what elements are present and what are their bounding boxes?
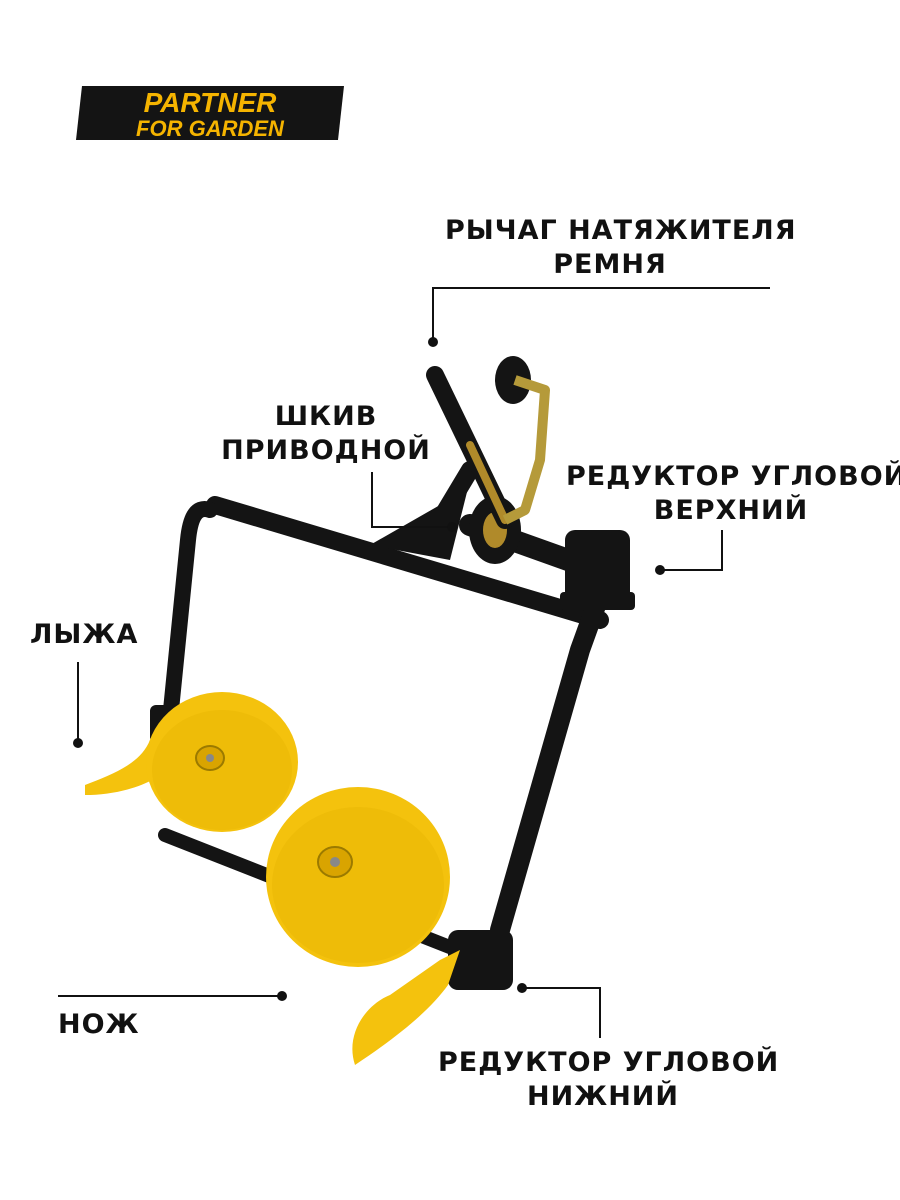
- leader-upper-gearbox: [655, 530, 723, 575]
- label-lower-gearbox-line2: НИЖНИЙ: [526, 1081, 680, 1112]
- frame-left-arch: [162, 501, 218, 728]
- label-ski: ЛЫЖА: [30, 618, 138, 652]
- leader-knife: [58, 991, 287, 1001]
- label-knife: НОЖ: [58, 1008, 140, 1042]
- label-knife-line1: НОЖ: [58, 1009, 140, 1040]
- label-drive-pulley: ШКИВ ПРИВОДНОЙ: [220, 400, 432, 468]
- leader-ski: [73, 662, 83, 748]
- lower-gearbox: [448, 930, 513, 990]
- mount-tube: [431, 461, 479, 529]
- label-drive-pulley-line1: ШКИВ: [274, 401, 378, 432]
- label-ski-line1: ЛЫЖА: [30, 619, 139, 650]
- disc-left: [146, 692, 298, 832]
- label-belt-lever: РЫЧАГ НАТЯЖИТЕЛЯ РЕМНЯ: [445, 214, 797, 282]
- tensioner-bracket: [502, 375, 550, 525]
- leader-drive-pulley: [371, 472, 457, 532]
- leader-belt-lever: [428, 287, 770, 347]
- logo-line2: FOR GARDEN: [136, 116, 285, 141]
- disc-right: [266, 787, 450, 967]
- label-belt-lever-line1: РЫЧАГ НАТЯЖИТЕЛЯ: [445, 215, 797, 246]
- partner-for-garden-logo: PARTNER FOR GARDEN: [76, 86, 344, 141]
- frame-right-leg: [490, 590, 608, 940]
- mount-bracket: [370, 480, 470, 560]
- logo-line1: PARTNER: [144, 87, 278, 118]
- right-ski: [352, 950, 460, 1065]
- label-upper-gearbox-line2: ВЕРХНИЙ: [653, 495, 809, 526]
- leader-lower-gearbox: [517, 983, 601, 1038]
- label-belt-lever-line2: РЕМНЯ: [553, 249, 667, 280]
- idler-pulley: [495, 356, 531, 404]
- label-upper-gearbox: РЕДУКТОР УГЛОВОЙ ВЕРХНИЙ: [566, 460, 900, 528]
- upper-gearbox: [560, 530, 635, 610]
- label-lower-gearbox-line1: РЕДУКТОР УГЛОВОЙ: [438, 1047, 780, 1078]
- label-upper-gearbox-line1: РЕДУКТОР УГЛОВОЙ: [566, 461, 900, 492]
- label-drive-pulley-line2: ПРИВОДНОЙ: [221, 435, 431, 466]
- frame-rail: [206, 496, 609, 629]
- label-lower-gearbox: РЕДУКТОР УГЛОВОЙ НИЖНИЙ: [438, 1046, 780, 1114]
